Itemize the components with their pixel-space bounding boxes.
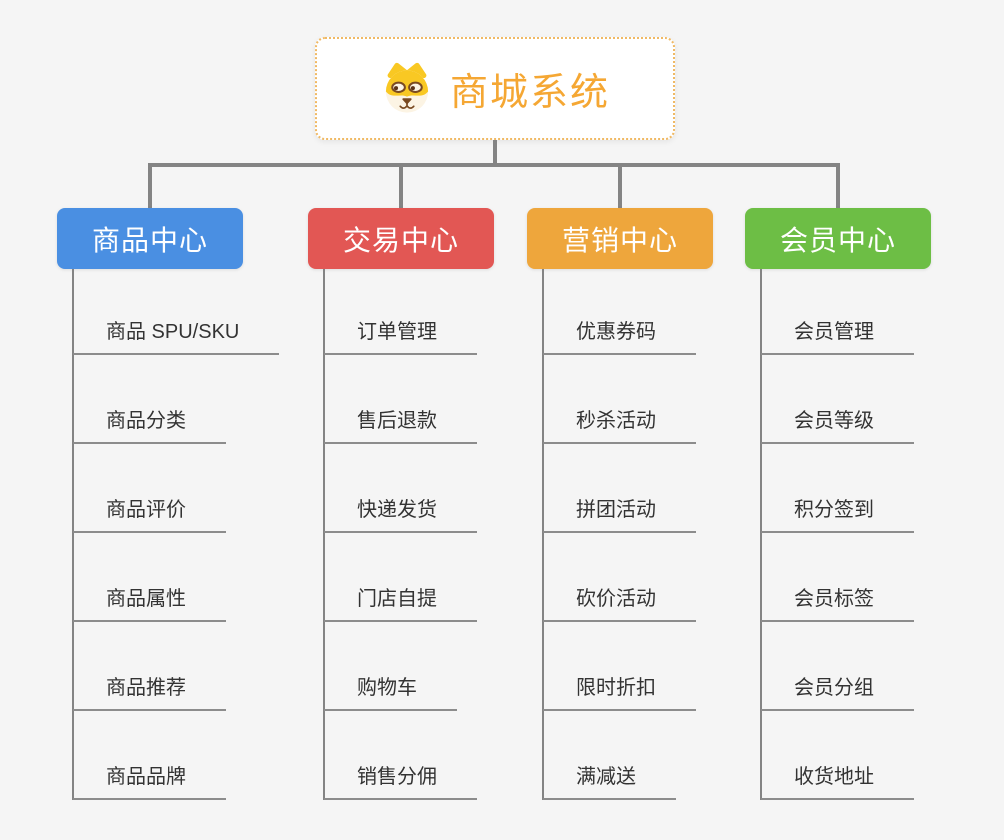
leaf-node[interactable]: 会员分组 (761, 671, 914, 711)
dog-face-icon (380, 62, 434, 116)
connector-drop-members (836, 165, 840, 208)
leaf-node[interactable]: 商品品牌 (73, 760, 226, 800)
leaf-node[interactable]: 商品推荐 (73, 671, 226, 711)
leaf-node[interactable]: 快递发货 (324, 493, 477, 533)
leaf-node[interactable]: 会员管理 (761, 315, 914, 355)
leaf-node[interactable]: 商品属性 (73, 582, 226, 622)
branch-node-trade[interactable]: 交易中心 (308, 208, 494, 269)
branch-node-members[interactable]: 会员中心 (745, 208, 931, 269)
leaf-node[interactable]: 商品分类 (73, 404, 226, 444)
leaf-node[interactable]: 收货地址 (761, 760, 914, 800)
connector-trunk-trade (323, 269, 325, 800)
branch-column-products: 商品中心 商品 SPU/SKU 商品分类 商品评价 商品属性 商品推荐 商品品牌 (57, 208, 280, 800)
leaf-node[interactable]: 商品 SPU/SKU (73, 315, 280, 355)
leaf-node[interactable]: 订单管理 (324, 315, 477, 355)
branch-column-trade: 交易中心 订单管理 售后退款 快递发货 门店自提 购物车 销售分佣 (308, 208, 494, 800)
branch-node-marketing[interactable]: 营销中心 (527, 208, 713, 269)
leaf-node[interactable]: 限时折扣 (543, 671, 696, 711)
branch-column-marketing: 营销中心 优惠券码 秒杀活动 拼团活动 砍价活动 限时折扣 满减送 (527, 208, 713, 800)
leaf-node[interactable]: 拼团活动 (543, 493, 696, 533)
connector-trunk-marketing (542, 269, 544, 800)
connector-trunk-products (72, 269, 74, 800)
leaf-node[interactable]: 门店自提 (324, 582, 477, 622)
root-node-mall-system[interactable]: 商城系统 (315, 37, 675, 140)
leaf-node[interactable]: 砍价活动 (543, 582, 696, 622)
connector-root-stem (493, 140, 497, 165)
leaf-node[interactable]: 会员标签 (761, 582, 914, 622)
connector-drop-products (148, 165, 152, 208)
leaf-node[interactable]: 购物车 (324, 671, 457, 711)
connector-drop-trade (399, 165, 403, 208)
connector-drop-marketing (618, 165, 622, 208)
leaf-node[interactable]: 秒杀活动 (543, 404, 696, 444)
leaf-node[interactable]: 积分签到 (761, 493, 914, 533)
connector-horizontal-bar (148, 163, 840, 167)
leaf-node[interactable]: 优惠券码 (543, 315, 696, 355)
branch-node-products[interactable]: 商品中心 (57, 208, 243, 269)
leaf-node[interactable]: 商品评价 (73, 493, 226, 533)
leaf-node[interactable]: 满减送 (543, 760, 676, 800)
root-node-title: 商城系统 (449, 72, 610, 114)
branch-column-members: 会员中心 会员管理 会员等级 积分签到 会员标签 会员分组 收货地址 (745, 208, 931, 800)
leaf-node[interactable]: 售后退款 (324, 404, 477, 444)
leaf-node[interactable]: 会员等级 (761, 404, 914, 444)
leaf-node[interactable]: 销售分佣 (324, 760, 477, 800)
connector-trunk-members (760, 269, 762, 800)
